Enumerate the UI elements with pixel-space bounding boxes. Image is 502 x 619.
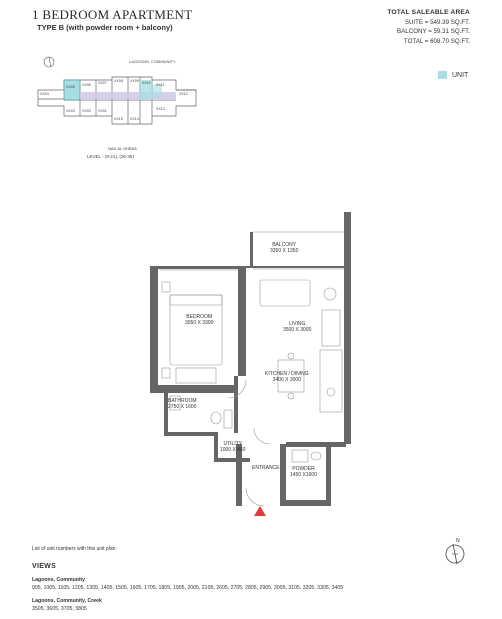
- room-name: LIVING: [288, 321, 306, 327]
- views-heading: VIEWS: [32, 563, 57, 570]
- keyplan-unit: XX12: [179, 92, 188, 96]
- keyplan-unit: XX03: [66, 109, 75, 113]
- room-name: BATHROOM: [168, 398, 197, 404]
- keyplan-highlight-unit: [63, 79, 81, 101]
- keyplan-unit: XX07: [98, 81, 107, 85]
- keyplan-compass-icon: [43, 56, 55, 68]
- room-balcony: BALCONY 3350 X 1350: [270, 242, 298, 254]
- keyplan-unit: XX06: [82, 83, 91, 87]
- compass-letter: N: [456, 538, 460, 544]
- keyplan: XX04 XX05 XX06 XX07 XX08 XX09 XX10 XX11 …: [37, 56, 197, 125]
- keyplan-unit: XX02: [82, 109, 91, 113]
- unit-type-subtitle: TYPE B (with powder room + balcony): [37, 23, 173, 32]
- keyplan-bottom-label: NAD AL SHEBA: [108, 146, 137, 151]
- legend-swatch: [438, 71, 447, 79]
- room-dim: 2750 X 1600: [168, 404, 197, 410]
- room-bedroom: BEDROOM 3050 X 3300: [185, 314, 213, 326]
- view-group-title: Lagoons, Community: [32, 577, 86, 583]
- entrance-arrow-icon: [254, 506, 266, 516]
- room-dim: 3350 X 1350: [270, 248, 299, 254]
- room-utility: UTILITY 1000 X 850: [220, 441, 246, 453]
- room-name: BEDROOM: [186, 314, 213, 320]
- area-suite: SUITE = 549.39 SQ.FT.: [404, 18, 470, 26]
- room-dim: 3500 X 3000: [283, 327, 312, 333]
- keyplan-unit: XX15: [114, 117, 123, 121]
- keyplan-unit: XX13: [156, 107, 165, 111]
- area-total: TOTAL = 608.70 SQ.FT.: [403, 37, 470, 45]
- view-group-title: Lagoons, Community, Creek: [32, 598, 102, 604]
- keyplan-unit: XX05: [66, 85, 75, 89]
- room-bathroom: BATHROOM 2750 X 1600: [168, 398, 197, 410]
- room-living: LIVING 3500 X 3000: [283, 321, 311, 333]
- room-name: BALCONY: [272, 242, 297, 248]
- room-dim: 1000 X 850: [220, 447, 246, 453]
- view-group-units: 3505, 3605, 3705, 3805: [32, 606, 87, 612]
- room-name: POWDER: [292, 466, 315, 472]
- area-balcony: BALCONY = 59.31 SQ.FT.: [397, 28, 470, 36]
- view-group-units: 905, 1005, 1105, 1205, 1305, 1405, 1505,…: [32, 585, 344, 591]
- room-dim: 3050 X 3300: [185, 320, 214, 326]
- room-name: UTILITY: [223, 441, 243, 447]
- north-compass-icon: N: [445, 538, 465, 565]
- keyplan-unit: XX04: [40, 92, 49, 96]
- keyplan-unit: XX09: [130, 79, 139, 83]
- legend: UNIT: [438, 71, 468, 79]
- keyplan-unit: XX08: [114, 79, 123, 83]
- room-dim: 1450 X1600: [290, 472, 317, 478]
- floor-plan: [150, 212, 351, 516]
- keyplan-unit: XX01: [98, 109, 107, 113]
- area-heading: TOTAL SALEABLE AREA: [387, 9, 470, 16]
- keyplan-unit: XX14: [130, 117, 139, 121]
- page-title: 1 BEDROOM APARTMENT: [32, 7, 193, 22]
- saleable-area-block: TOTAL SALEABLE AREA SUITE = 549.39 SQ.FT…: [387, 8, 470, 46]
- keyplan-unit: XX11: [156, 83, 165, 87]
- unit-list-note: List of unit numbers with this unit plan…: [32, 546, 117, 552]
- keyplan-level: LEVEL - (9-21), (26-36): [87, 154, 134, 159]
- room-name: KITCHEN / DINING: [265, 371, 309, 377]
- room-dim: 3400 X 3000: [272, 377, 301, 383]
- room-kitchen: KITCHEN / DINING 3400 X 3000: [265, 371, 309, 383]
- room-name: ENTRANCE: [252, 465, 280, 471]
- keyplan-unit: XX10: [142, 81, 151, 85]
- keyplan-top-label: LAGOONS, COMMUNITY: [129, 59, 176, 64]
- room-powder: POWDER 1450 X1600: [290, 466, 317, 478]
- legend-label: UNIT: [452, 71, 469, 79]
- room-entrance: ENTRANCE: [252, 465, 280, 471]
